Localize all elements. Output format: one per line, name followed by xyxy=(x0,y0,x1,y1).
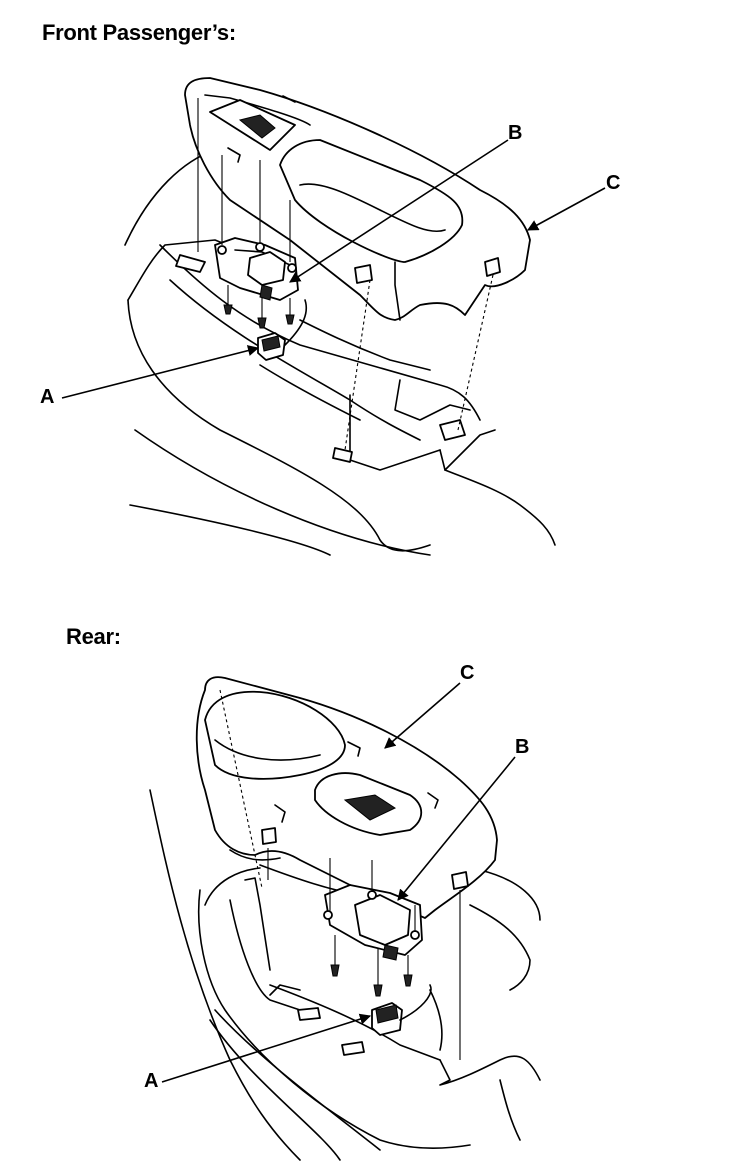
rear-label-a: A xyxy=(144,1070,159,1092)
front-leader-a xyxy=(61,345,260,399)
rear-leader-a xyxy=(161,1013,372,1083)
front-label-c: C xyxy=(606,172,621,194)
rear-leader-c xyxy=(384,682,461,749)
rear-leader-b xyxy=(397,756,516,901)
rear-switch-assembly xyxy=(323,884,423,961)
front-label-b: B xyxy=(508,122,523,144)
rear-heading: Rear: xyxy=(66,624,121,649)
rear-label-b: B xyxy=(515,736,530,758)
front-console-cover xyxy=(184,77,531,321)
front-console-body xyxy=(124,149,556,556)
front-screws-and-connector xyxy=(197,98,494,451)
rear-console-cover xyxy=(195,676,498,919)
front-passenger-heading: Front Passenger’s: xyxy=(42,20,236,45)
rear-screws-and-connector xyxy=(219,689,461,1060)
front-label-a: A xyxy=(40,386,55,408)
front-leader-c xyxy=(527,187,606,231)
front-leader-b xyxy=(289,139,509,283)
rear-label-c: C xyxy=(460,662,475,684)
rear-console-body xyxy=(149,789,541,1161)
front-switch-assembly xyxy=(214,237,299,301)
